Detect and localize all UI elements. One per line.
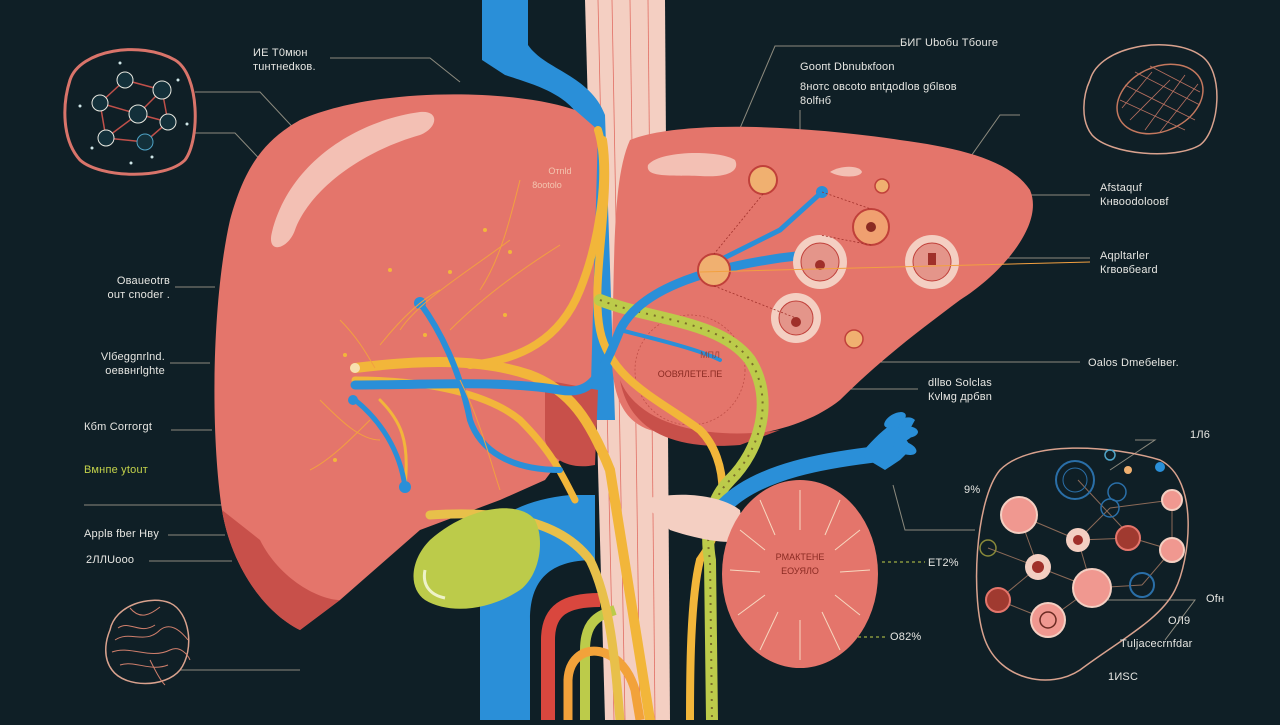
label-top-center-right: БИГ Ubобu Тбоuге xyxy=(900,37,999,49)
organ-label-liver-lobe: ООВЯЛЕТЕ.ПЕ xyxy=(657,369,723,379)
vascular-network-inset xyxy=(975,447,1189,681)
cystic-vessel xyxy=(563,646,645,721)
inferior-vena-cava xyxy=(482,0,615,420)
label-top-description: 8нотс овсоtо вntдоdlов gбlвов 8оlfнб xyxy=(800,81,957,107)
label-right-4: dllво Sоlсlаs Кvlмg дрбвn xyxy=(928,377,993,403)
label-network-r1: Оfн xyxy=(1206,593,1225,605)
label-left-1: Oваuеоtrв оuт сnоdеr . xyxy=(107,275,170,301)
label-left-2: Vlбеggпrlnd. оеввнrlghtе xyxy=(100,351,165,377)
leader-lines xyxy=(84,45,1196,671)
dashed-leaders xyxy=(858,561,925,638)
gallbladder xyxy=(413,508,540,609)
liver-highlight xyxy=(270,111,435,248)
label-pancreas-callout-2: О82% xyxy=(890,631,922,643)
vein-ends xyxy=(348,186,918,493)
label-pancreas-callout-1: ЕТ2% xyxy=(928,557,959,569)
label-left-5: Аррlв fbеr Нвy xyxy=(84,528,160,540)
lobule-mesh-inset xyxy=(1083,44,1218,155)
cell-network-inset xyxy=(63,48,197,176)
label-network-bottom: 1ИSC xyxy=(1108,671,1139,683)
hepatic-artery xyxy=(541,593,601,720)
label-left-4: Вмнпе ytоuт xyxy=(84,464,149,476)
label-top-left: ИЕ Т0мюн тuнтнеdков. xyxy=(253,47,316,73)
left-lobe-highlight xyxy=(647,153,737,177)
label-network-top: 1Л6 xyxy=(1190,429,1211,441)
organ-label-pancreas-1: РМАКТЕНЕ xyxy=(775,552,825,562)
label-network-r2: ОЛ9 xyxy=(1168,615,1191,627)
label-right-1: Аfstаquf Кнвооdоlоовf xyxy=(1100,182,1169,208)
label-network-r3: Тuljaсесrnfdаr xyxy=(1120,638,1193,650)
label-right-3: Оаlоs Dmeбеlвеr. xyxy=(1088,357,1179,369)
pancreas xyxy=(640,480,878,668)
organ-label-pancreas-2: ЕОУЯЛО xyxy=(781,566,819,576)
label-left-6: 2ЛЛUооo xyxy=(86,554,135,566)
lobule-cells xyxy=(697,165,1091,349)
label-top-heading: Gоопt Dbnubкfoon xyxy=(800,61,895,73)
fine-vessels xyxy=(309,179,561,491)
organ-label-branch-note: Отnld xyxy=(548,166,572,176)
label-right-2: Аqpltаrlеr Кrвовбеаrd xyxy=(1100,250,1158,276)
label-left-3: Кбm Соrгогgt xyxy=(84,421,153,433)
label-network-left: 9% xyxy=(964,484,981,496)
organ-label-branch-top: 8ооtоlо xyxy=(532,180,562,190)
tissue-inset xyxy=(105,599,191,686)
organ-label-liver-small: МПЛ xyxy=(700,350,720,360)
